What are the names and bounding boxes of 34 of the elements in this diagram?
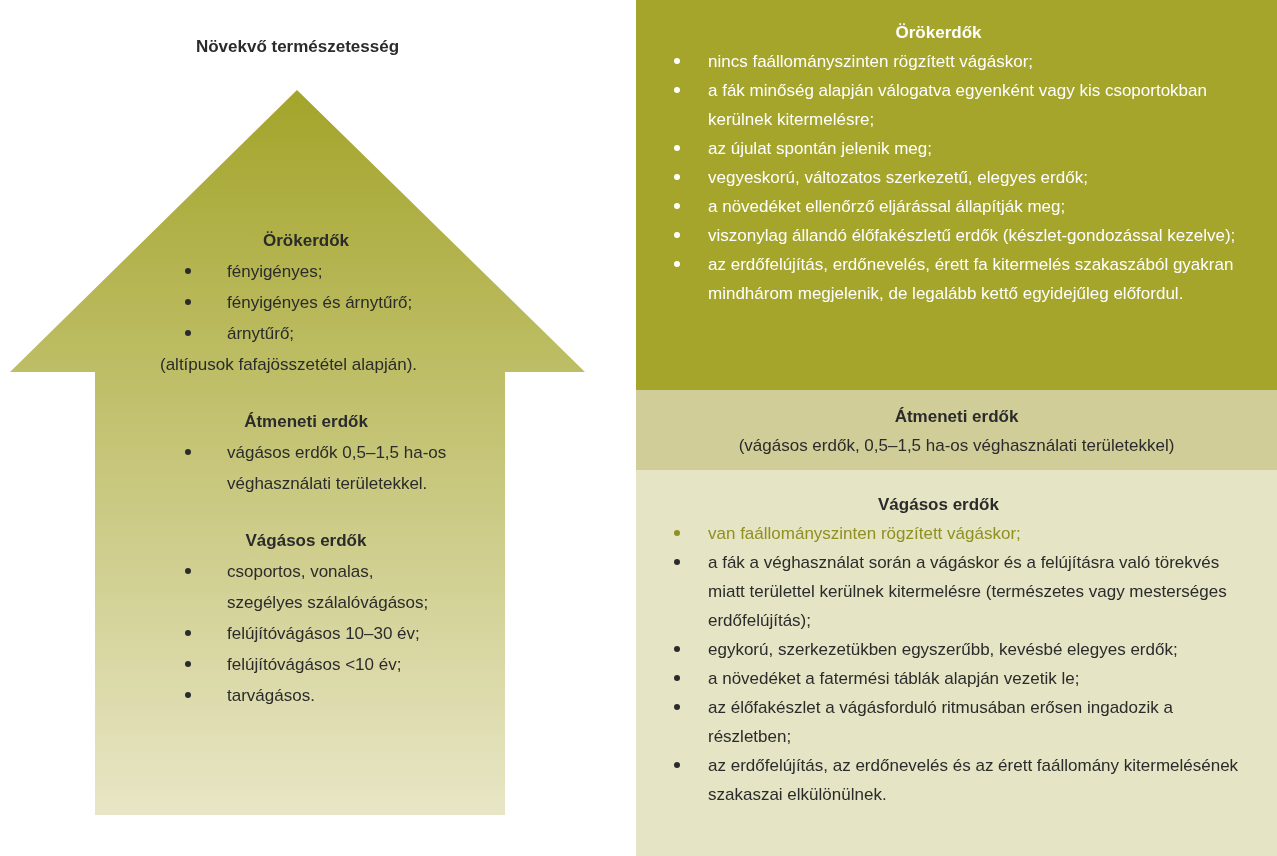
list-item: fényigényes és árnytűrő; <box>227 292 413 314</box>
list-item: az újulat spontán jelenik meg; <box>708 138 932 160</box>
section-heading: Vágásos erdők <box>244 530 368 552</box>
list-item: van faállományszinten rögzített vágáskor; <box>708 523 1021 545</box>
info-panel <box>636 470 1277 856</box>
list-item: fényigényes; <box>227 261 323 283</box>
section-heading: Átmeneti erdők <box>243 411 369 433</box>
list-item: egykorú, szerkezetükben egyszerűbb, kevésbé elegyes erdők; <box>708 639 1178 661</box>
section-heading: Átmeneti erdők <box>893 406 1020 428</box>
list-item: vágásos erdők 0,5–1,5 ha-os véghasználati területekkel. <box>227 442 448 495</box>
list-item: vegyeskorú, változatos szerkezetű, elegyes erdők; <box>708 167 1088 189</box>
list-item: a fák minőség alapján válogatva egyenként vagy kis csoportokban kerülnek kitermelésre; <box>708 80 1208 131</box>
section-note: (vágásos erdők, 0,5–1,5 ha-os véghasználati területekkel) <box>737 435 1176 457</box>
list-item: csoportos, vonalas, szegélyes szálalóvágásos; <box>227 561 430 614</box>
list-item: az élőfakészlet a vágásforduló ritmusában erősen ingadozik a részletben; <box>708 697 1174 748</box>
note-text: (altípusok fafajösszetétel alapján). <box>160 354 419 376</box>
list-item: az erdőfelújítás, az erdőnevelés és az érett faállomány kitermelésének szakaszai elkülönülnek. <box>708 755 1240 806</box>
list-item: nincs faállományszinten rögzített vágáskor; <box>708 51 1034 73</box>
list-item: a fák a véghasználat során a vágáskor és a felújításra való törekvés miatt területtel kerülnek kitermelésre (természetes vagy mesterséges erdőfelújítás); <box>708 552 1228 632</box>
list-item: viszonylag állandó élőfakészletű erdők (készlet-gondozással kezelve); <box>708 225 1236 247</box>
list-item: felújítóvágásos 10–30 év; <box>227 623 420 645</box>
list-item: árnytűrő; <box>227 323 295 345</box>
info-panel <box>636 390 1277 470</box>
info-panel <box>636 0 1277 390</box>
list-item: az erdőfelújítás, erdőnevelés, érett fa kitermelés szakaszából gyakran mindhárom megjelenik, de legalább kettő egyidejűleg előfordul. <box>708 254 1235 305</box>
list-item: a növedéket a fatermési táblák alapján vezetik le; <box>708 668 1080 690</box>
section-heading: Örökerdők <box>894 22 983 44</box>
section-heading: Örökerdők <box>262 230 350 252</box>
section-heading: Vágásos erdők <box>877 494 1000 516</box>
diagram-title: Növekvő természetesség <box>194 36 401 58</box>
list-item: felújítóvágásos <10 év; <box>227 654 402 676</box>
list-item: tarvágásos. <box>227 685 315 707</box>
list-item: a növedéket ellenőrző eljárással állapítják meg; <box>708 196 1066 218</box>
arrow-shape <box>10 90 585 815</box>
